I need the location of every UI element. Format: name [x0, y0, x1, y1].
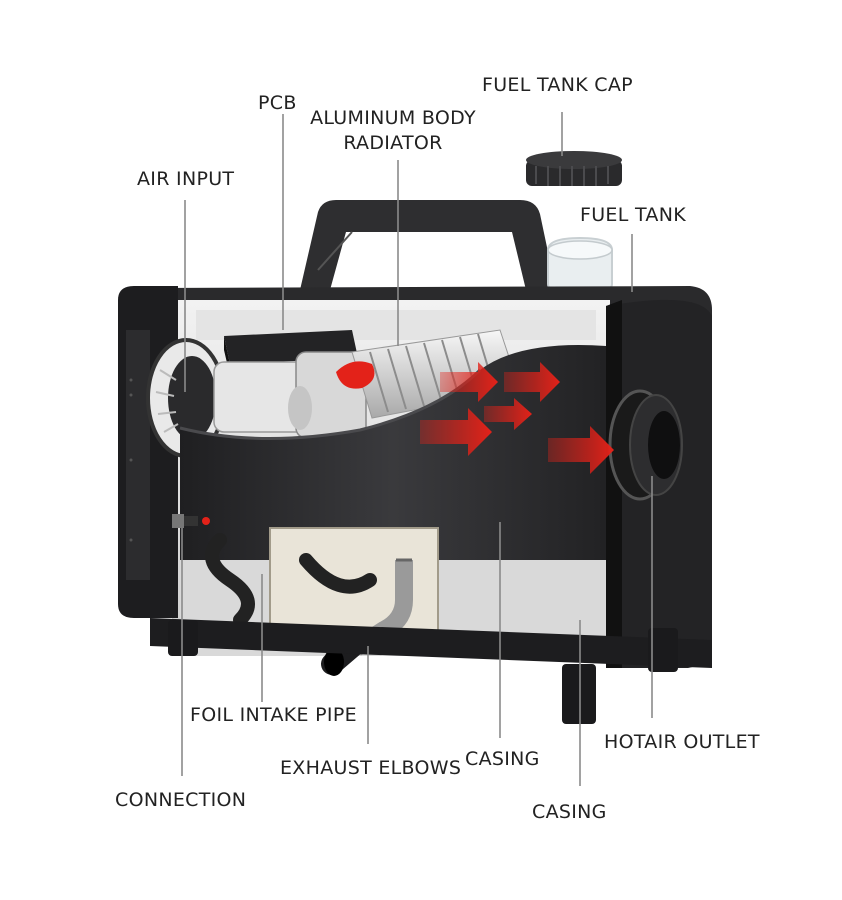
- label-casing-bottom: CASING: [532, 801, 607, 823]
- label-foil-intake-pipe: FOIL INTAKE PIPE: [190, 704, 357, 726]
- feet: [168, 620, 678, 724]
- label-aluminum-body: ALUMINUM BODY: [310, 107, 476, 129]
- label-connection: CONNECTION: [115, 789, 247, 811]
- leader-lines: [181, 112, 653, 786]
- front-casing: [179, 345, 606, 560]
- fuel-tank-shape: [547, 236, 613, 296]
- label-fuel-tank: FUEL TANK: [580, 204, 686, 226]
- label-exhaust-elbows: EXHAUST ELBOWS: [280, 757, 462, 779]
- air-input-fan: [146, 338, 226, 458]
- label-fuel-tank-cap: FUEL TANK CAP: [482, 74, 633, 96]
- label-hotair-outlet: HOTAIR OUTLET: [604, 731, 760, 753]
- label-pcb: PCB: [258, 92, 297, 114]
- motor-unit: [213, 351, 367, 439]
- label-air-input: AIR INPUT: [137, 168, 235, 190]
- hot-air-arrows: [420, 362, 614, 474]
- label-radiator: RADIATOR: [343, 132, 443, 154]
- connection-plug: [172, 514, 210, 528]
- hot-air-outlet: [608, 389, 683, 501]
- carry-handle: [300, 200, 556, 290]
- label-casing-center: CASING: [465, 748, 540, 770]
- combustion-glow: [336, 361, 375, 389]
- fuel-tank-cap-shape: [526, 151, 622, 186]
